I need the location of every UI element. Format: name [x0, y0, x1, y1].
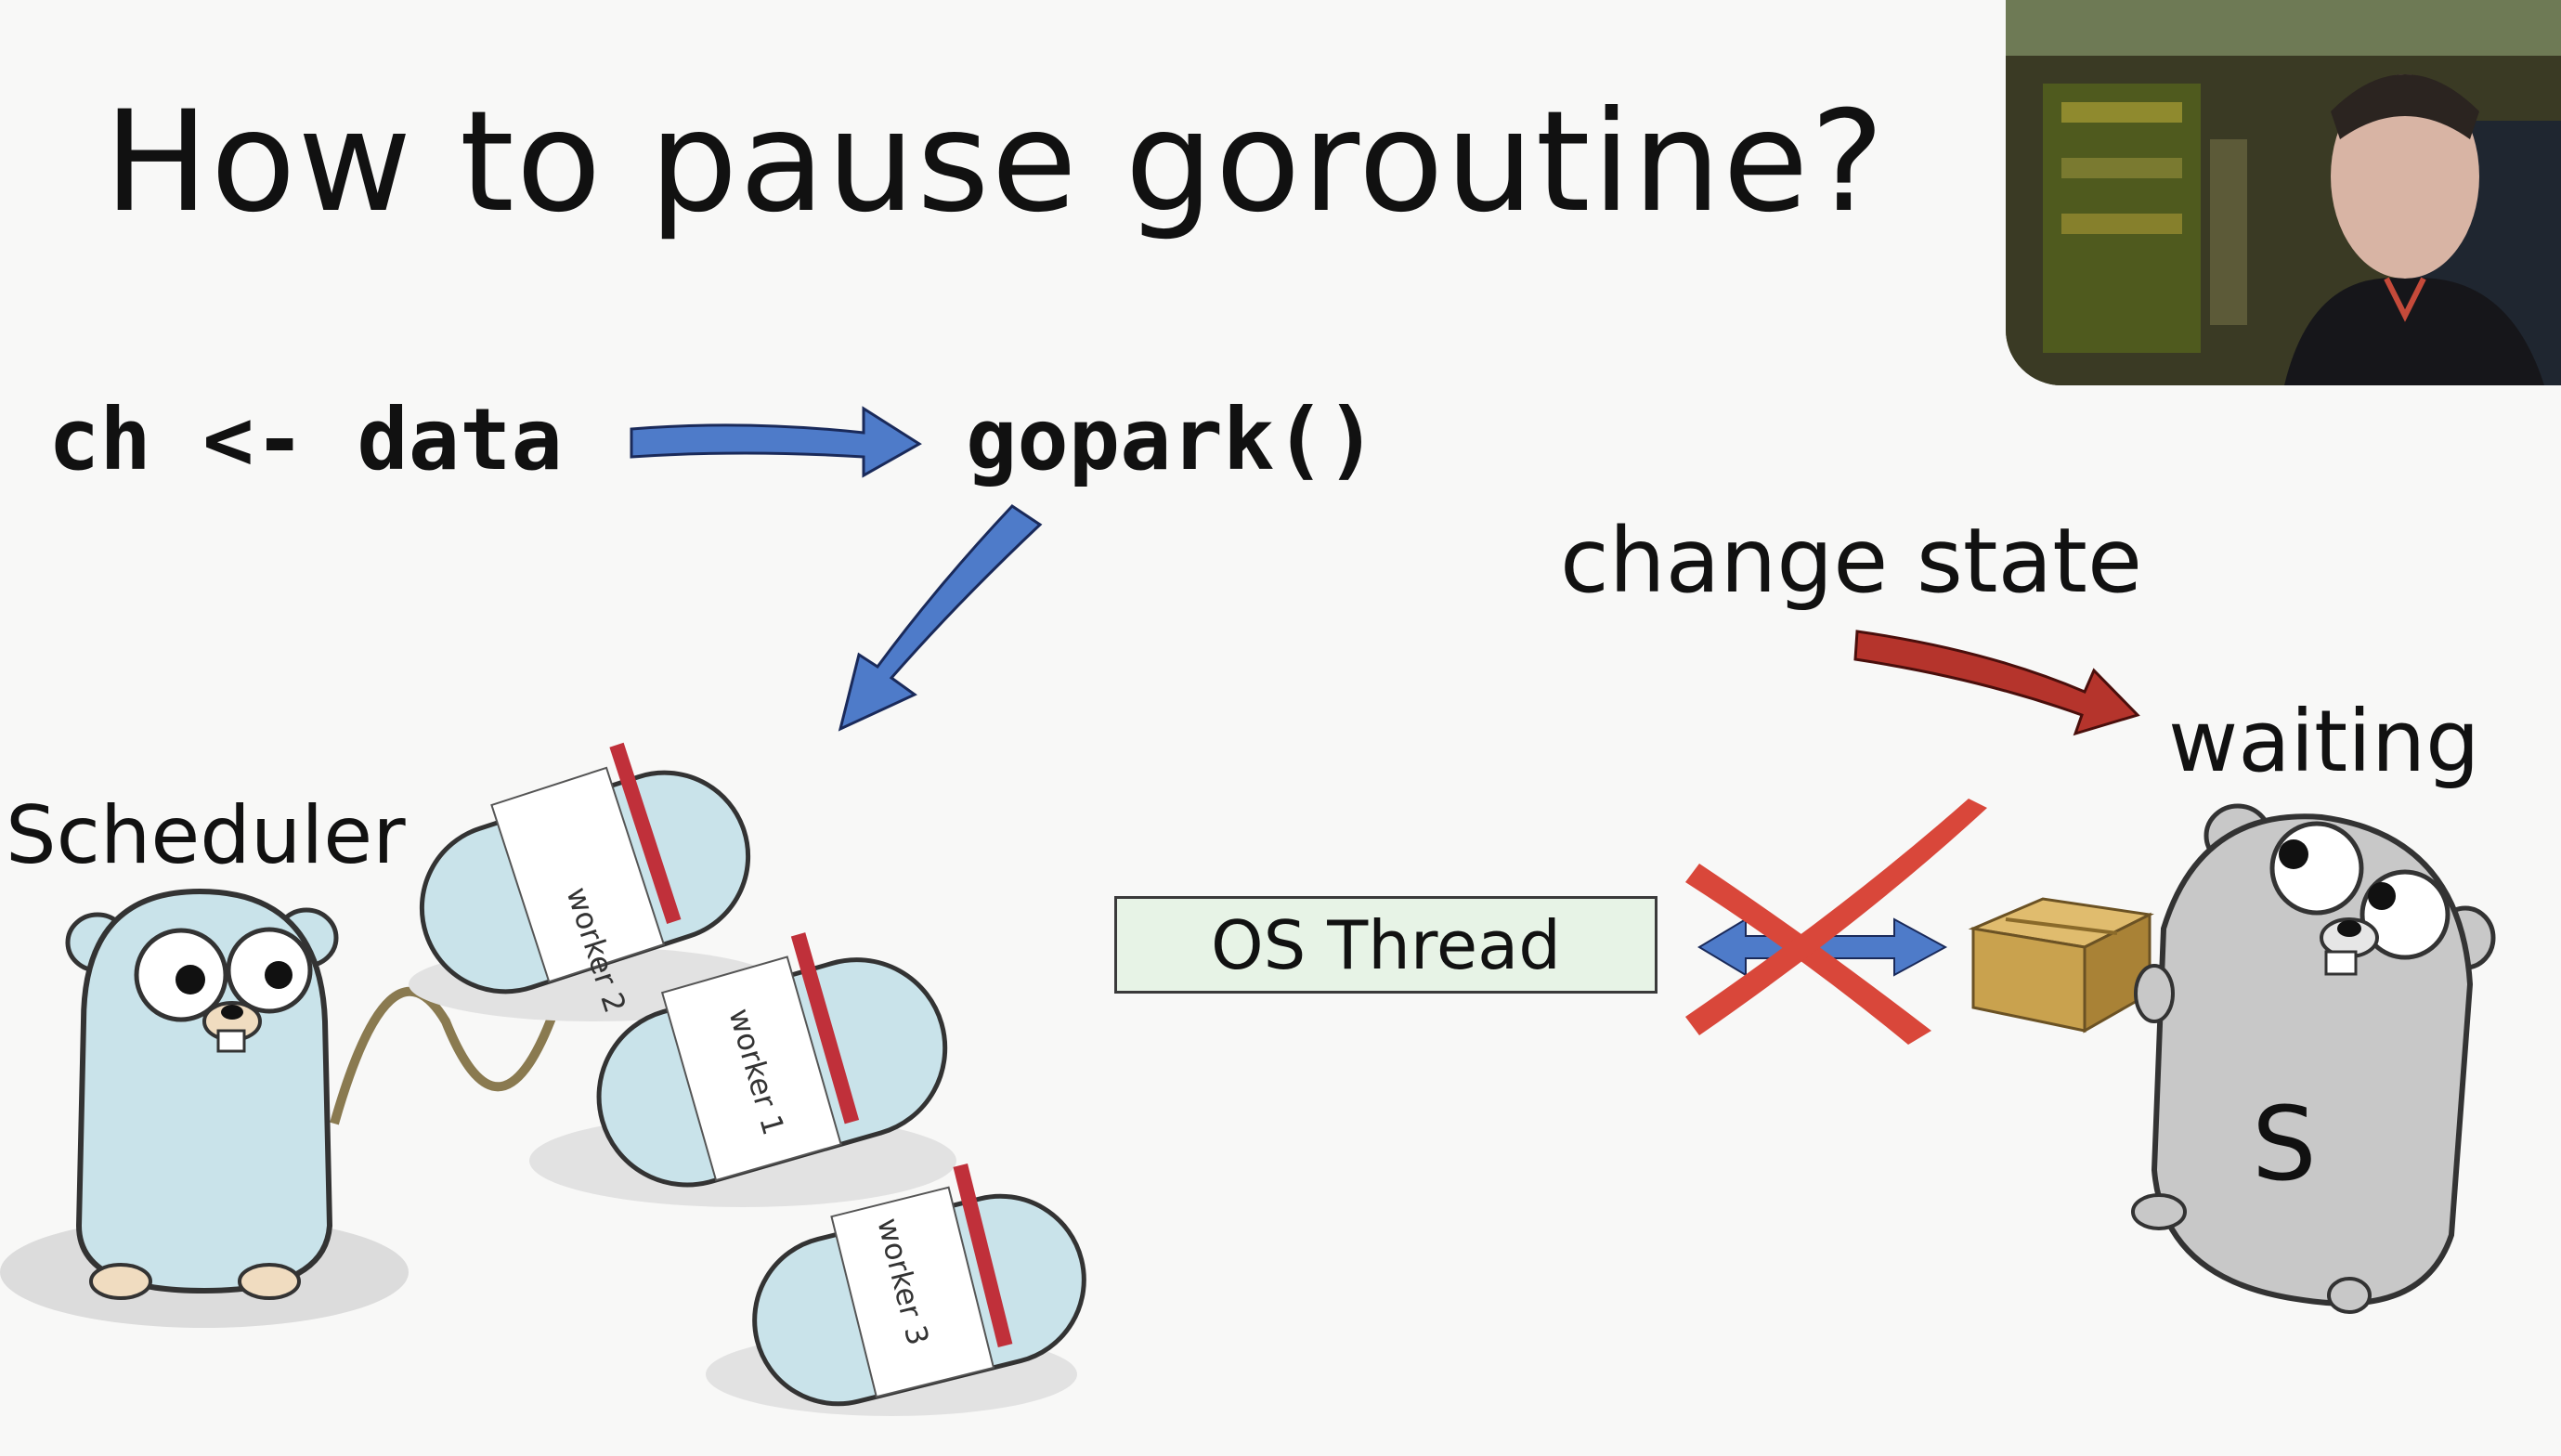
webcam-overlay	[2006, 0, 2561, 385]
os-thread-box: OS Thread	[1114, 896, 1658, 994]
send-to-gopark-arrow	[630, 406, 922, 478]
code-send-expression: ch <- data	[48, 390, 563, 489]
thread-connection-arrow	[1697, 917, 1948, 977]
worker-gopher-1: worker 1	[529, 932, 956, 1207]
scheduler-gopher	[0, 888, 562, 1328]
scheduler-label: Scheduler	[6, 789, 406, 882]
waiting-gopher-letter: S	[2252, 1085, 2317, 1203]
change-state-arrow	[1853, 630, 2140, 736]
waiting-gopher: S	[2131, 803, 2496, 1314]
presenter-video	[2006, 0, 2561, 385]
cross-mark-icon	[1685, 799, 1987, 1045]
change-state-label: change state	[1560, 509, 2142, 613]
gopark-to-scheduler-arrow	[838, 504, 1043, 732]
slide-title: How to pause goroutine?	[104, 82, 1887, 243]
worker-gopher-3: worker 3	[706, 1164, 1086, 1416]
data-box-icon	[1968, 897, 2154, 1034]
waiting-label: waiting	[2168, 692, 2480, 791]
code-gopark-call: gopark()	[966, 390, 1378, 489]
